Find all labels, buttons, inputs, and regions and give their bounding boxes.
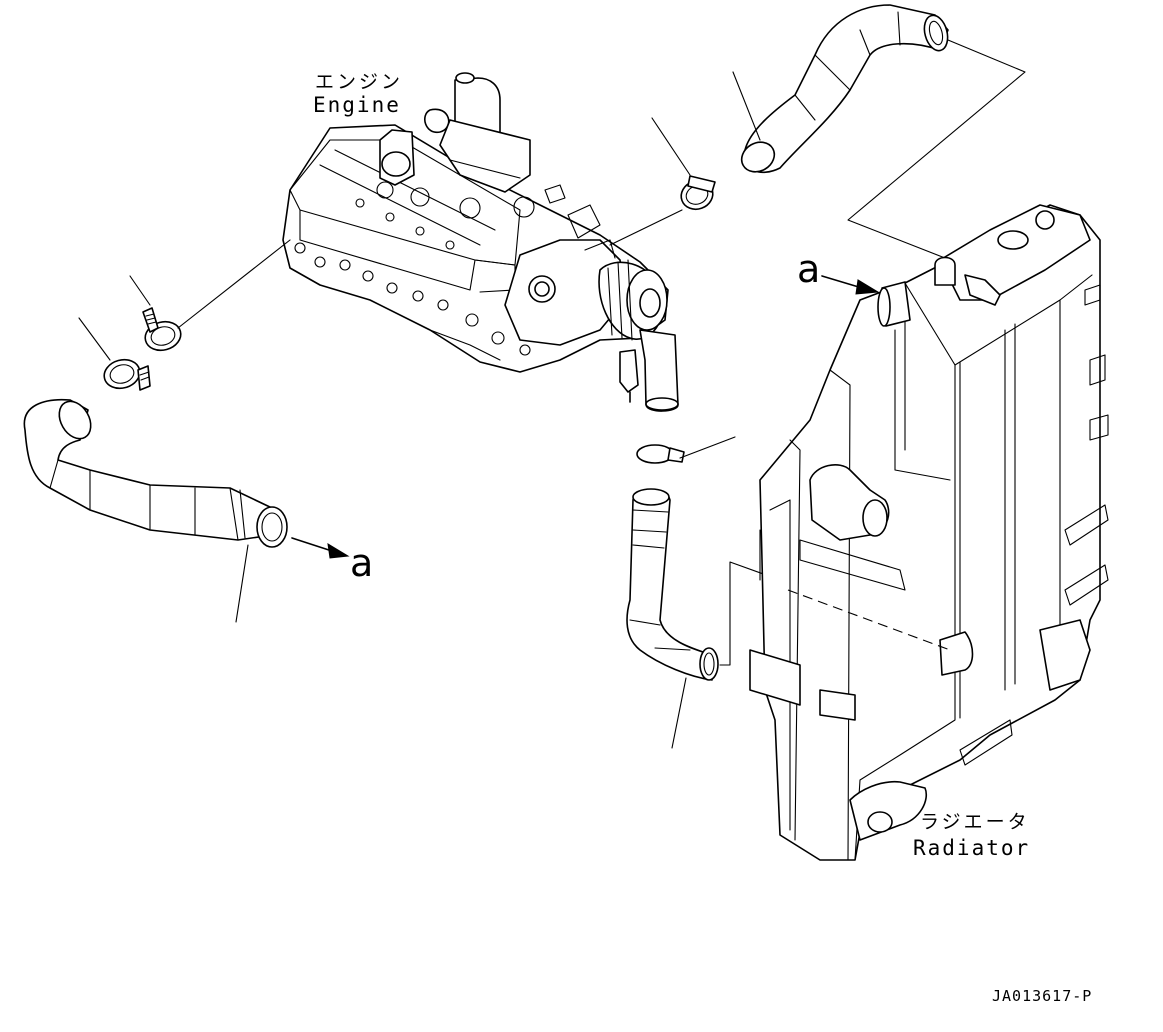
reference-code: JA013617-P [992,987,1092,1005]
leader-clamp-upper [651,117,691,176]
connection-arrow-left [291,537,336,553]
bypass-hose [626,488,719,681]
connection-marker-right: a [797,247,820,291]
leader-clamp-middle [679,436,736,459]
leader-bypass-hose [671,677,687,749]
leader-lower-hose [235,544,249,623]
radiator-label-en: Radiator [913,836,1030,860]
leader-clamp-2 [129,275,151,306]
leader-clamp-1 [78,317,111,361]
leader-upper-hose [732,71,761,141]
connection-arrow-right [821,275,863,289]
radiator-label-jp: ラジエータ [920,811,1030,833]
engine-label-jp: エンジン [315,71,403,93]
engine-drawing [282,72,679,412]
hose-clamps-left [103,307,182,391]
assembly-line-engine-left [177,239,291,329]
connection-marker-left: a [350,541,373,585]
radiator-drawing [749,204,1109,861]
lower-radiator-hose [23,398,288,548]
hose-clamp-middle [636,444,685,464]
engine-label-en: Engine [313,93,401,117]
upper-radiator-hose [740,4,949,174]
assembly-line-bypass [719,561,781,666]
assembly-line-upper-hose [847,39,1026,259]
hose-clamp-upper [680,175,716,211]
assembly-line-engine-right [609,209,683,246]
